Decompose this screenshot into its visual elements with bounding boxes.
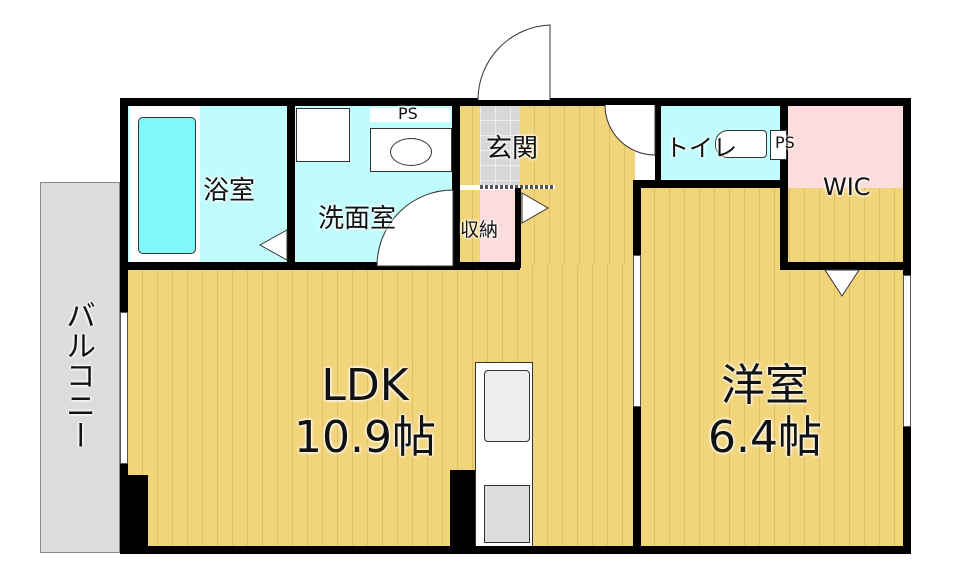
ps-box-2 bbox=[770, 130, 787, 160]
wall bbox=[452, 98, 460, 268]
storage-label: 収納 bbox=[460, 219, 499, 241]
entrance-label: 玄関 bbox=[486, 134, 539, 164]
ps-label-2: PS bbox=[775, 133, 795, 152]
shoe-shelf bbox=[458, 105, 480, 185]
wall bbox=[120, 262, 520, 270]
wall bbox=[450, 470, 475, 550]
western-name: 洋室 bbox=[721, 360, 809, 411]
wall bbox=[287, 98, 295, 268]
wall bbox=[515, 188, 521, 268]
ldk-window bbox=[120, 312, 128, 464]
western-window-right bbox=[903, 275, 911, 427]
wic-label: WIC bbox=[823, 173, 871, 201]
wall bbox=[780, 98, 788, 268]
wall bbox=[655, 98, 661, 188]
balcony-label: バルコニー bbox=[60, 300, 95, 450]
toilet-label: トイレ bbox=[665, 134, 737, 162]
wall bbox=[120, 546, 910, 554]
wall bbox=[633, 180, 788, 188]
ps-box-1 bbox=[370, 108, 450, 122]
western-size: 6.4帖 bbox=[708, 412, 822, 463]
bath-label: 浴室 bbox=[203, 176, 256, 206]
stove-icon bbox=[484, 485, 530, 543]
wall bbox=[780, 262, 910, 270]
wall bbox=[128, 475, 148, 550]
bath-door-icon bbox=[258, 229, 288, 261]
storage-door-icon bbox=[521, 192, 550, 224]
storage-shelf bbox=[458, 190, 480, 265]
ps-label-1: PS bbox=[398, 104, 418, 123]
storage bbox=[480, 190, 515, 265]
ldk-size: 10.9帖 bbox=[294, 412, 436, 463]
toilet-door-icon bbox=[604, 105, 656, 156]
kitchen-sink bbox=[484, 370, 530, 442]
ldk-name: LDK bbox=[321, 360, 409, 411]
wall bbox=[120, 98, 910, 106]
wic-door-icon bbox=[824, 269, 860, 297]
entrance-door-icon bbox=[477, 24, 551, 101]
balcony bbox=[40, 182, 120, 553]
western-floor-upper bbox=[640, 188, 785, 268]
entrance-step bbox=[480, 185, 555, 189]
toilet-bowl bbox=[715, 130, 767, 158]
washing-machine bbox=[296, 108, 350, 162]
ldk-floor bbox=[128, 265, 635, 548]
washroom-label: 洗面室 bbox=[318, 204, 397, 234]
western-label: 洋室 6.4帖 bbox=[680, 360, 850, 464]
sink-icon bbox=[390, 138, 432, 166]
bathtub-basin bbox=[138, 117, 196, 254]
ldk-label: LDK 10.9帖 bbox=[270, 360, 460, 464]
washroom-door-icon bbox=[376, 189, 454, 267]
western-window-left bbox=[633, 255, 641, 407]
